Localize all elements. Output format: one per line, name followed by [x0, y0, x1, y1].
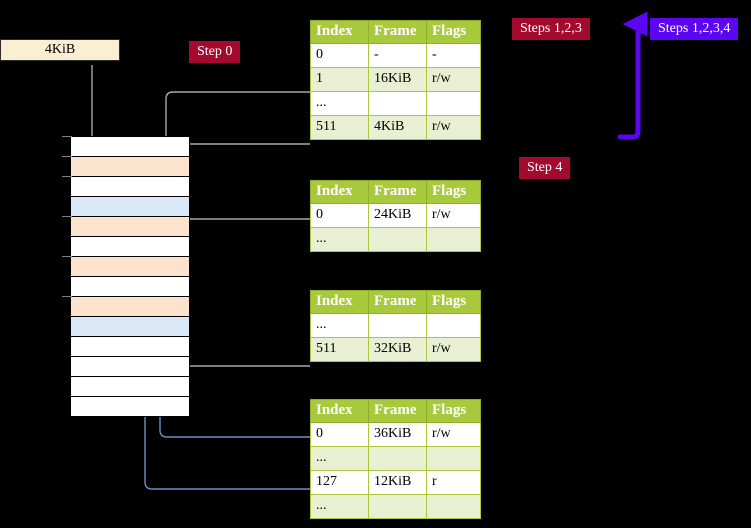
cell-frame — [368, 227, 427, 252]
memory-block — [71, 137, 189, 157]
cell-index: ... — [310, 91, 369, 116]
memory-block-stack — [70, 136, 190, 417]
column-header-index: Index — [310, 290, 369, 314]
cell-index: ... — [310, 227, 369, 252]
cell-flags — [426, 446, 481, 471]
table-row[interactable]: ... — [310, 313, 481, 338]
memory-tick — [62, 256, 72, 257]
cell-index: 0 — [310, 43, 369, 68]
column-header-flags: Flags — [426, 20, 481, 44]
cell-flags: r — [426, 470, 481, 495]
memory-tick — [62, 176, 72, 177]
table-row[interactable]: ... — [310, 446, 481, 471]
cell-frame — [368, 91, 427, 116]
memory-block — [71, 317, 189, 337]
column-header-index: Index — [310, 20, 369, 44]
table-header-row: Index Frame Flags — [310, 20, 481, 44]
column-header-frame: Frame — [368, 20, 427, 44]
badge-step-0: Step 0 — [189, 41, 241, 63]
page-table-pt: Index Frame Flags 0 36KiB r/w ... 127 12… — [310, 399, 481, 519]
cell-flags: r/w — [426, 422, 481, 447]
memory-block — [71, 237, 189, 257]
cell-frame: 32KiB — [368, 337, 427, 362]
cell-index: 1 — [310, 67, 369, 92]
cell-index: 127 — [310, 470, 369, 495]
table-row[interactable]: 0 24KiB r/w — [310, 203, 481, 228]
table-row[interactable]: ... — [310, 227, 481, 252]
column-header-frame: Frame — [368, 399, 427, 423]
table-row[interactable]: 127 12KiB r — [310, 470, 481, 495]
cell-index: 511 — [310, 337, 369, 362]
cell-frame: 16KiB — [368, 67, 427, 92]
table-row[interactable]: 511 32KiB r/w — [310, 337, 481, 362]
table-row[interactable]: ... — [310, 494, 481, 519]
purple-step-arrow — [617, 11, 648, 140]
memory-tick — [62, 136, 72, 137]
cell-flags: r/w — [426, 115, 481, 140]
column-header-flags: Flags — [426, 180, 481, 204]
cell-frame — [368, 446, 427, 471]
table-header-row: Index Frame Flags — [310, 399, 481, 423]
cell-index: ... — [310, 446, 369, 471]
cell-frame — [368, 494, 427, 519]
memory-tick — [62, 216, 72, 217]
cell-index: 0 — [310, 203, 369, 228]
wire-pd-row511-to-block — [176, 316, 310, 367]
badge-steps-1234: Steps 1,2,3,4 — [650, 18, 739, 40]
cell-flags — [426, 494, 481, 519]
page-size-box: 4KiB — [0, 39, 120, 61]
memory-block — [71, 177, 189, 197]
cell-index: 0 — [310, 422, 369, 447]
wire-pdpt-row0-to-block — [176, 218, 310, 264]
table-row-highlighted[interactable]: 511 4KiB r/w — [310, 115, 481, 140]
memory-block — [71, 397, 189, 416]
memory-block — [71, 257, 189, 277]
cell-frame: 4KiB — [368, 115, 427, 140]
memory-block — [71, 357, 189, 377]
column-header-flags: Flags — [426, 290, 481, 314]
column-header-flags: Flags — [426, 399, 481, 423]
cell-frame — [368, 313, 427, 338]
table-row[interactable]: 0 - - — [310, 43, 481, 68]
cell-index: ... — [310, 313, 369, 338]
page-table-pdpt: Index Frame Flags 0 24KiB r/w ... — [310, 180, 481, 252]
wire-pml4-row511-to-block — [176, 143, 310, 164]
badge-step-4: Step 4 — [519, 157, 571, 179]
column-header-frame: Frame — [368, 290, 427, 314]
memory-tick — [62, 296, 72, 297]
cell-flags — [426, 91, 481, 116]
cell-frame: - — [368, 43, 427, 68]
memory-block — [71, 297, 189, 317]
column-header-index: Index — [310, 399, 369, 423]
memory-block — [71, 157, 189, 177]
memory-block — [71, 197, 189, 217]
column-header-index: Index — [310, 180, 369, 204]
cell-flags — [426, 313, 481, 338]
cell-frame: 12KiB — [368, 470, 427, 495]
cell-frame: 36KiB — [368, 422, 427, 447]
memory-tick — [62, 156, 72, 157]
memory-block — [71, 337, 189, 357]
table-row[interactable]: 0 36KiB r/w — [310, 422, 481, 447]
cell-frame: 24KiB — [368, 203, 427, 228]
cell-flags: r/w — [426, 203, 481, 228]
cell-flags: r/w — [426, 337, 481, 362]
table-header-row: Index Frame Flags — [310, 290, 481, 314]
cell-flags: r/w — [426, 67, 481, 92]
page-table-pd: Index Frame Flags ... 511 32KiB r/w — [310, 290, 481, 362]
cell-flags — [426, 227, 481, 252]
cell-index: ... — [310, 494, 369, 519]
table-row[interactable]: 1 16KiB r/w — [310, 67, 481, 92]
cell-index: 511 — [310, 115, 369, 140]
memory-block — [71, 217, 189, 237]
table-header-row: Index Frame Flags — [310, 180, 481, 204]
badge-steps-123: Steps 1,2,3 — [512, 18, 590, 40]
memory-block — [71, 377, 189, 397]
column-header-frame: Frame — [368, 180, 427, 204]
table-row[interactable]: ... — [310, 91, 481, 116]
memory-block — [71, 277, 189, 297]
cell-flags: - — [426, 43, 481, 68]
page-table-pml4: Index Frame Flags 0 - - 1 16KiB r/w ... — [310, 20, 481, 140]
